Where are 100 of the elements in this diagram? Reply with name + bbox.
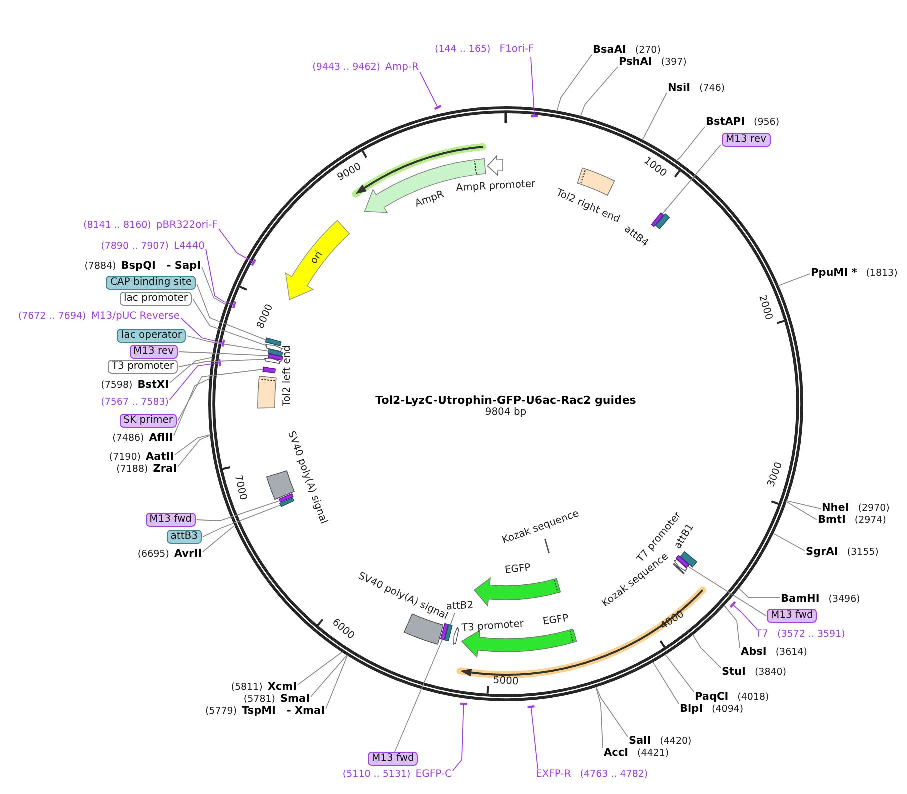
leader-line: [192, 298, 268, 346]
leader-line: [662, 144, 722, 215]
cut-site-position: (7188): [116, 463, 148, 477]
leader-line: [202, 266, 226, 306]
enzyme-name: - SapI: [166, 259, 201, 273]
feature-label: attB2: [446, 600, 474, 614]
cut-site-position: (397): [661, 56, 687, 70]
feature-mark: [280, 498, 295, 508]
leader-line: [642, 92, 668, 141]
feature-tag: CAP binding site: [106, 276, 196, 290]
primer-name: pBR322ori-F: [156, 219, 218, 233]
leader-line: [202, 525, 236, 552]
feature-label: EGFP: [504, 562, 532, 578]
enzyme-name: AccI: [604, 746, 628, 760]
enzyme-name: AbsI: [741, 645, 767, 659]
cut-site-position: (3614): [776, 646, 808, 660]
primer-position: (144 .. 165): [435, 43, 491, 57]
feature-label: EGFP: [542, 613, 570, 629]
leader-line: [580, 66, 618, 117]
enzyme-name: PpuMI *: [811, 266, 858, 280]
enzyme-name: NheI: [822, 501, 850, 515]
leader-line: [692, 634, 722, 668]
leader-line: [778, 274, 810, 286]
feature-tag: T3 promoter: [108, 360, 178, 374]
feature-mark: [544, 538, 550, 554]
leader-line: [170, 357, 214, 384]
cut-site-position: (7884): [84, 260, 116, 274]
leader-line: [196, 500, 280, 522]
scale-label: 5000: [492, 675, 520, 689]
leader-line: [420, 72, 442, 110]
directional-feature: [487, 156, 504, 176]
directional-feature: [454, 626, 460, 646]
leader-line: [652, 662, 680, 704]
primer-position: (4763 .. 4782): [580, 768, 648, 782]
enzyme-name: BamHI: [781, 592, 820, 606]
feature-tag: lac operator: [117, 329, 186, 343]
cut-site-position: (7486): [112, 432, 144, 446]
cut-site-position: (1813): [866, 267, 898, 281]
feature-block: [577, 168, 616, 196]
enzyme-name: BspQI: [121, 259, 156, 273]
feature-mark: [655, 214, 670, 230]
feature-mark: [673, 563, 685, 574]
enzyme-name: NsiI: [668, 81, 691, 95]
leader-line: [202, 504, 282, 538]
primer-name: EXFP-R: [536, 768, 572, 782]
scale-label: 3000: [766, 460, 786, 489]
leader-line: [394, 639, 444, 752]
directional-feature: ori: [285, 220, 350, 300]
enzyme-name: BmtI: [818, 513, 846, 527]
primer-name: EGFP-C: [416, 768, 452, 782]
leader-line: [786, 501, 818, 520]
feature-mark: [268, 354, 284, 361]
leader-line: [310, 654, 348, 698]
leader-line: [664, 654, 694, 692]
leader-line: [180, 318, 226, 348]
enzyme-name: SalI: [629, 734, 652, 748]
leader-line: [174, 434, 212, 456]
leader-line: [452, 702, 468, 772]
leader-line: [730, 601, 758, 630]
directional-feature: [265, 344, 284, 352]
enzyme-name: ZraI: [153, 462, 177, 476]
cut-site-position: (746): [700, 82, 726, 96]
feature-tag: M13 fwd: [368, 752, 418, 766]
enzyme-name: SmaI: [280, 692, 310, 706]
feature-mark: [440, 623, 449, 641]
enzyme-name: PshAI: [619, 55, 652, 69]
leader-line: [596, 686, 604, 748]
feature-label: Tol2 right end: [554, 188, 622, 226]
feature-mark: [268, 348, 284, 357]
enzyme-name: AvrII: [174, 547, 202, 561]
primer-position: (5110 .. 5131): [342, 768, 411, 782]
leader-line: [676, 126, 706, 162]
cut-site-position: (3155): [847, 546, 879, 560]
feature-tag: M13 rev: [130, 345, 178, 359]
feature-tag: M13 rev: [722, 133, 770, 147]
enzyme-name: AflII: [149, 431, 173, 445]
sequence-length: 9804 bp: [485, 407, 527, 419]
feature-mark: [651, 212, 664, 228]
cut-site-position: (3840): [754, 666, 787, 680]
cut-site-position: (7190): [109, 451, 141, 464]
primer-name: F1ori-F: [500, 43, 534, 57]
enzyme-name: BstXI: [138, 378, 169, 392]
directional-feature: [264, 358, 282, 364]
feature-label: T3 promoter: [462, 618, 524, 636]
enzyme-name: BlpI: [680, 702, 704, 716]
feature-tag: M13 fwd: [767, 609, 818, 623]
primer-position: (7567 .. 7583): [101, 396, 169, 410]
cut-site-position: (956): [754, 116, 780, 130]
scale-label: 2000: [755, 294, 774, 322]
feature-block: [266, 470, 295, 500]
leader-line: [174, 378, 211, 436]
enzyme-name: SgrAI: [806, 545, 838, 559]
cut-site-position: (4421): [637, 747, 670, 761]
leader-line: [596, 686, 628, 738]
feature-mark: [680, 551, 698, 568]
feature-tag: attB3: [166, 530, 202, 544]
leader-line: [178, 369, 264, 422]
enzyme-name: - XmaI: [286, 704, 325, 718]
enzyme-name: PaqCI: [695, 690, 729, 704]
feature-mark: [262, 366, 276, 374]
